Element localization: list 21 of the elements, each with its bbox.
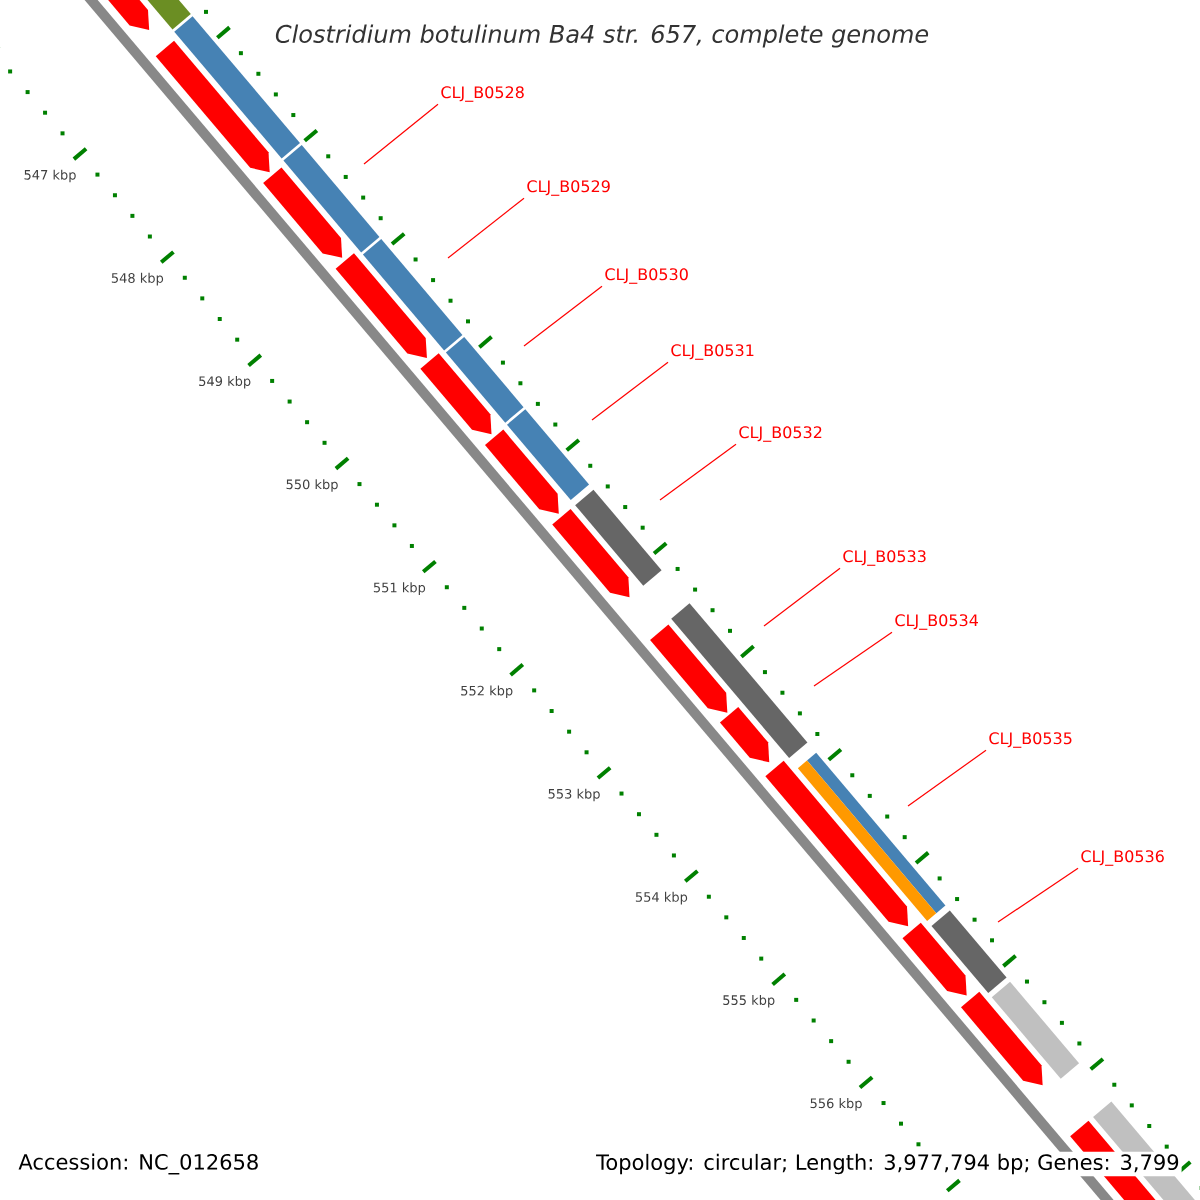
gene-label: CLJ_B0534 (895, 614, 978, 630)
gene-label: CLJ_B0536 (1081, 850, 1164, 866)
leader-line (591, 361, 669, 421)
gene-label: CLJ_B0530 (605, 268, 688, 284)
leader-line (997, 867, 1079, 923)
leader-line (813, 631, 893, 687)
footer-text: Topology: circular; Length: 3,977,794 bp; Genes: 3,799 (594, 1151, 1182, 1177)
leader-line (447, 197, 525, 259)
gene-label: CLJ_B0528 (441, 86, 524, 102)
leader-line (363, 103, 439, 165)
leader-line (763, 567, 841, 627)
gene-label: CLJ_B0529 (527, 180, 610, 196)
leader-line (523, 285, 603, 347)
footer-text: Accession: NC_012658 (18, 1153, 258, 1175)
gene-label: CLJ_B0533 (843, 550, 926, 566)
title: Clostridium botulinum Ba4 str. 657, complete genome (275, 24, 929, 48)
gene-label: CLJ_B0535 (989, 732, 1072, 748)
gene-label: CLJ_B0532 (739, 426, 822, 442)
leader-line (659, 443, 737, 501)
leader-line (907, 749, 987, 807)
gene-label: CLJ_B0531 (671, 344, 754, 360)
